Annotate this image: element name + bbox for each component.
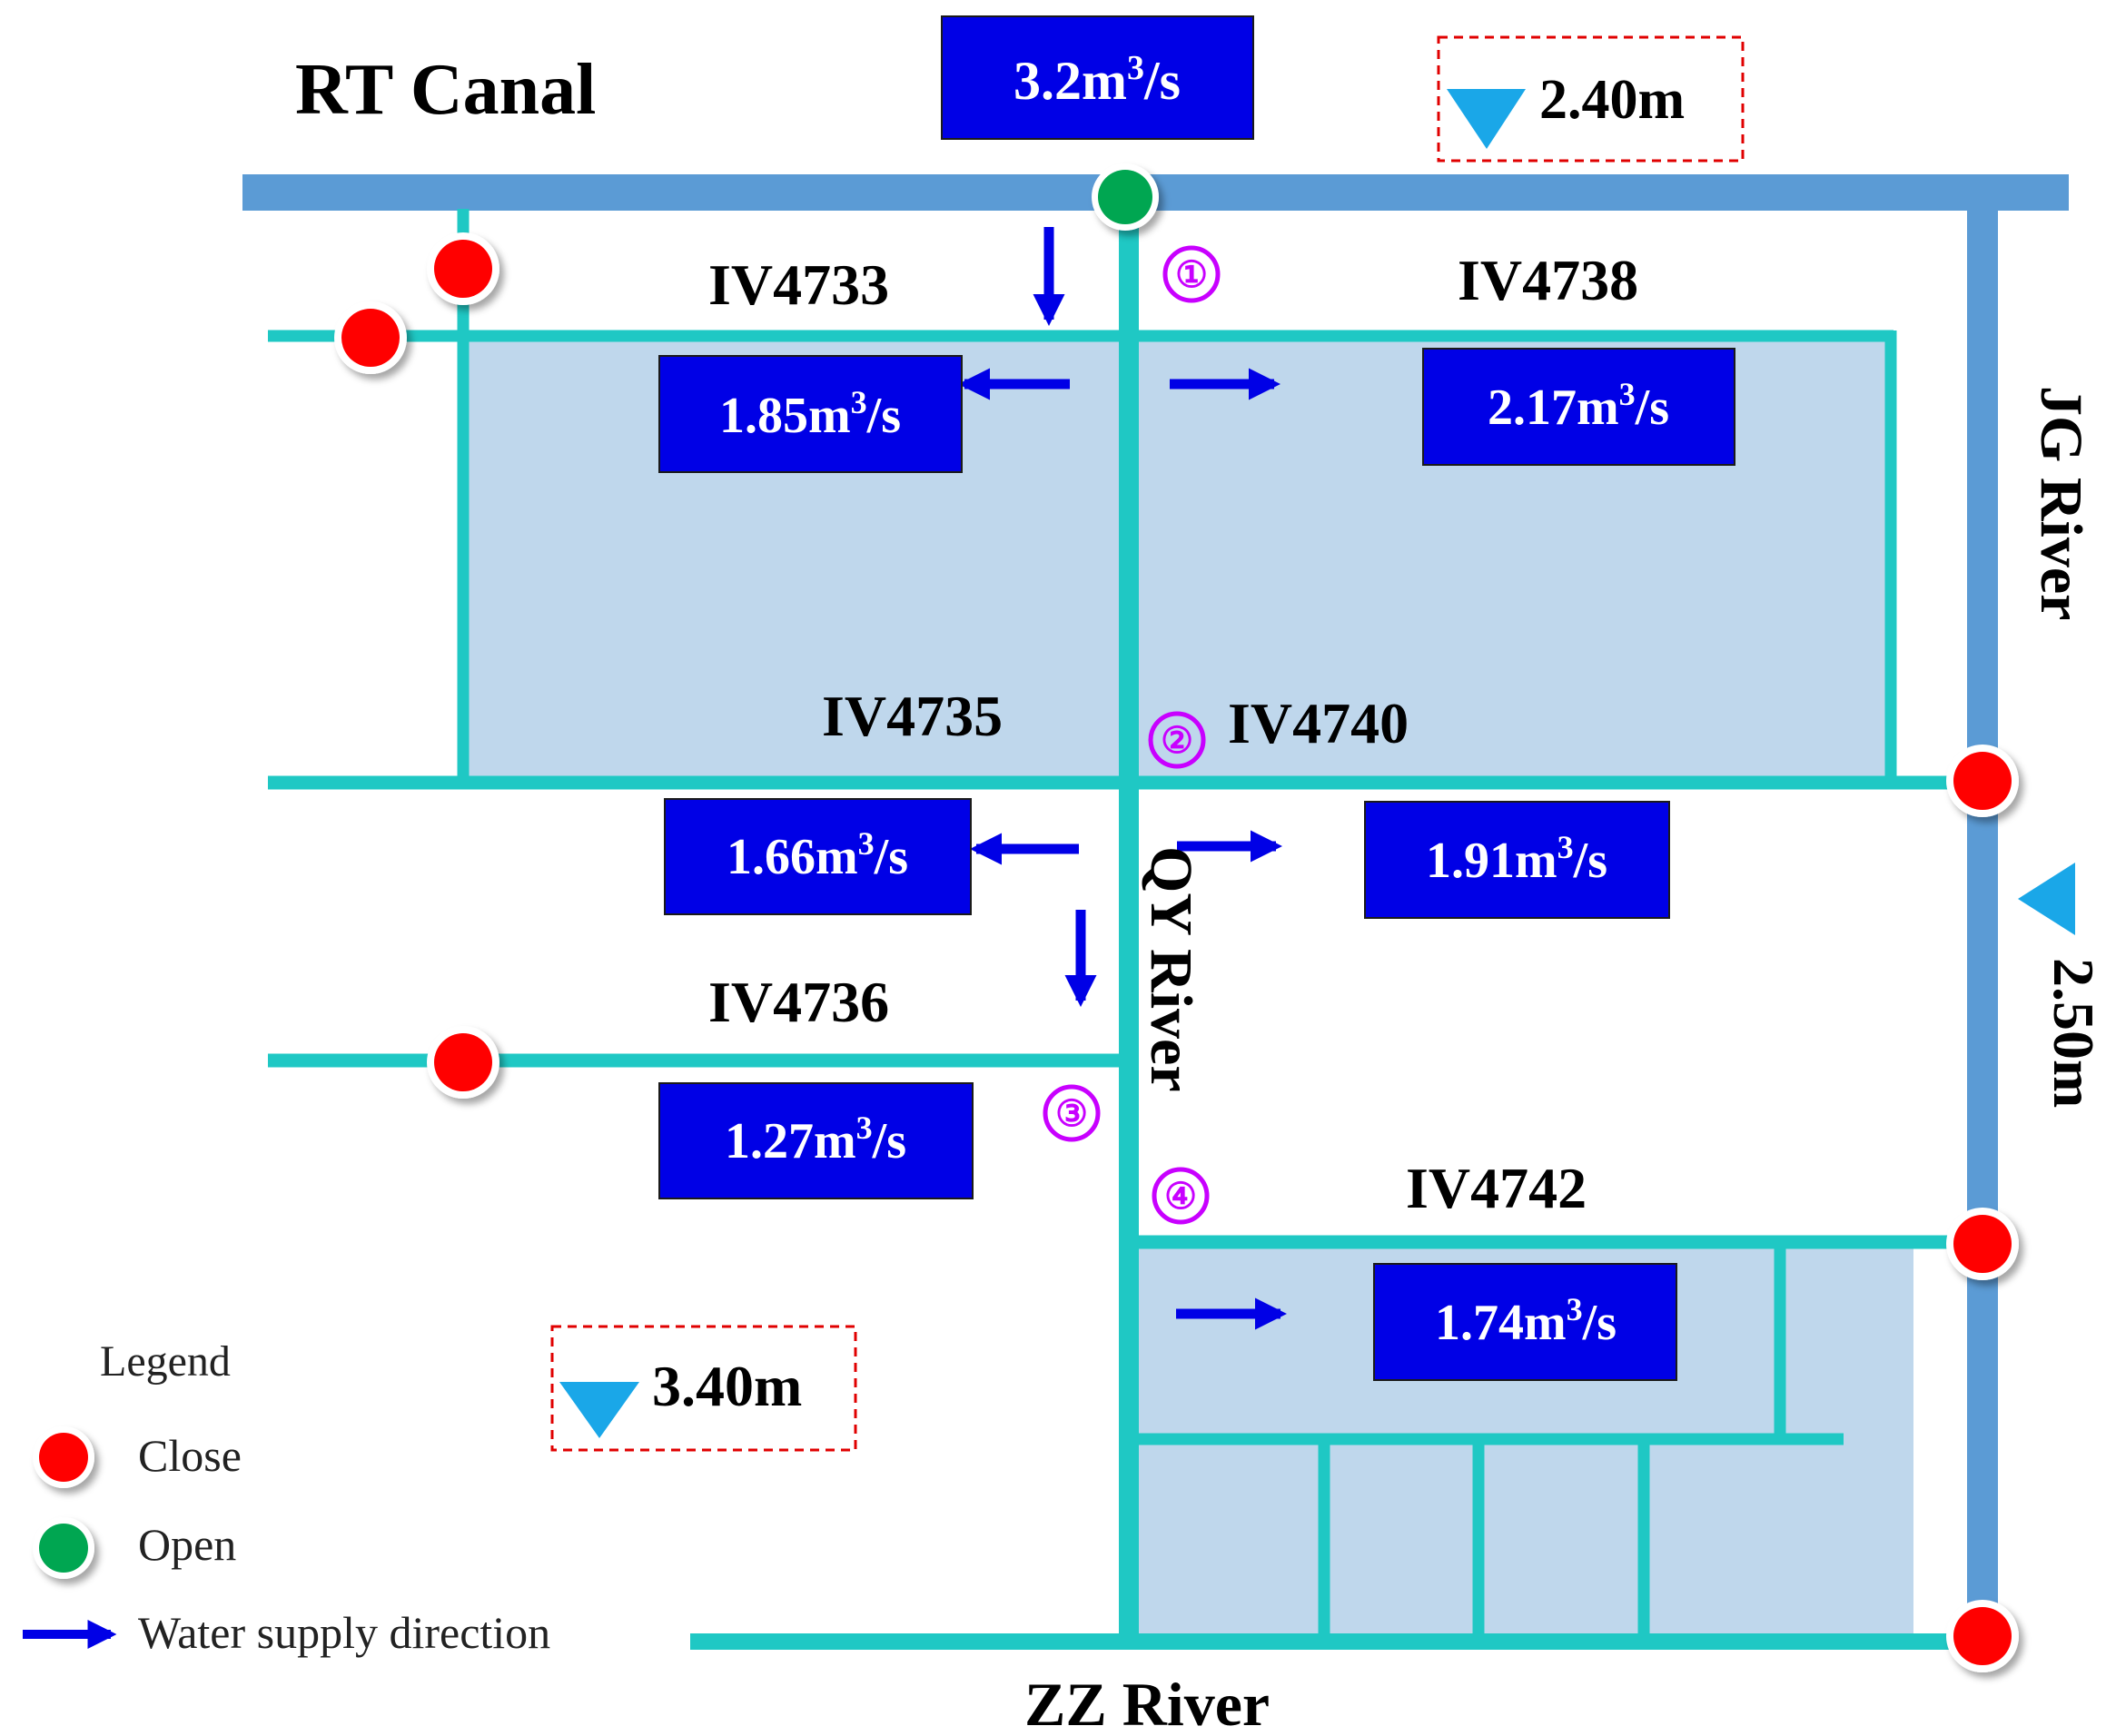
gate-open-dot bbox=[1098, 170, 1152, 224]
inverted-triangle-icon bbox=[1447, 89, 1526, 149]
node-number: ① bbox=[1175, 254, 1208, 295]
node-circle bbox=[1043, 1084, 1101, 1142]
node-circle bbox=[1162, 245, 1221, 303]
flow-label-inflow: 3.2m3/s bbox=[1014, 49, 1181, 111]
flow-label-iv4736: 1.27m3/s bbox=[725, 1110, 906, 1169]
water-level-jg-river: 2.50m bbox=[2018, 863, 2106, 1108]
flow-box-iv4736 bbox=[658, 1082, 974, 1199]
iv4742-label: IV4742 bbox=[1406, 1156, 1587, 1220]
inverted-triangle-icon bbox=[2018, 863, 2075, 935]
channels bbox=[268, 209, 1960, 1650]
flow-box-iv4740 bbox=[1364, 801, 1670, 919]
inverted-triangle-icon bbox=[559, 1382, 639, 1438]
iv4736-label: IV4736 bbox=[708, 970, 889, 1034]
legend-open-dot bbox=[39, 1524, 88, 1573]
flow-label-iv4740: 1.91m3/s bbox=[1426, 829, 1607, 889]
dashed-box bbox=[1437, 35, 1745, 163]
flow-label-iv4733: 1.85m3/s bbox=[719, 384, 901, 444]
water-level-zz-river: 3.40m bbox=[550, 1325, 857, 1452]
node-circle bbox=[1152, 1167, 1210, 1225]
legend: Legend Close Open Water supply direction bbox=[23, 1337, 550, 1658]
iv4738-label: IV4738 bbox=[1458, 248, 1638, 312]
jg-river-label: JG River bbox=[2028, 386, 2094, 620]
node-numbers: ① ② ③ ④ bbox=[1043, 245, 1221, 1225]
flow-box-iv4735 bbox=[664, 798, 972, 915]
gate-close-dot bbox=[434, 1033, 492, 1091]
flow-box-iv4742 bbox=[1373, 1263, 1677, 1381]
flow-label-iv4735: 1.66m3/s bbox=[727, 825, 908, 885]
flow-box-iv4738 bbox=[1422, 348, 1735, 466]
node-number: ③ bbox=[1055, 1093, 1088, 1134]
qy-river-label: QY River bbox=[1138, 846, 1204, 1092]
water-level-text: 2.40m bbox=[1539, 69, 1685, 131]
node-circle bbox=[1148, 711, 1206, 769]
gate-close-dot bbox=[1953, 1215, 2012, 1273]
flow-boxes: 3.2m3/s 1.85m3/s 2.17m3/s 1.66m3/s 1.91m… bbox=[658, 15, 1735, 1381]
direction-arrows bbox=[957, 227, 1288, 1330]
water-level-text: 3.40m bbox=[652, 1354, 802, 1418]
gate-close-dot bbox=[434, 240, 492, 298]
gate-close-dot bbox=[1953, 1607, 2012, 1665]
node-number: ④ bbox=[1164, 1176, 1197, 1217]
legend-open-label: Open bbox=[138, 1519, 236, 1570]
gate-close-dot bbox=[341, 309, 400, 367]
rt-canal-label: RT Canal bbox=[295, 50, 596, 130]
flow-label-iv4742: 1.74m3/s bbox=[1435, 1291, 1617, 1351]
legend-direction-label: Water supply direction bbox=[138, 1607, 550, 1658]
flow-box-inflow bbox=[941, 15, 1254, 140]
iv4740-label: IV4740 bbox=[1228, 691, 1409, 755]
gates bbox=[334, 163, 2019, 1672]
zz-river-label: ZZ River bbox=[1024, 1670, 1270, 1736]
water-level-text: 2.50m bbox=[2042, 958, 2106, 1108]
legend-close-dot bbox=[39, 1433, 88, 1482]
dashed-box bbox=[550, 1325, 857, 1452]
flow-label-iv4738: 2.17m3/s bbox=[1488, 376, 1669, 436]
node-number: ② bbox=[1161, 720, 1193, 761]
legend-close-label: Close bbox=[138, 1430, 242, 1481]
water-level-rt-canal: 2.40m bbox=[1437, 35, 1745, 163]
iv4733-label: IV4733 bbox=[708, 252, 889, 317]
flow-box-iv4733 bbox=[658, 355, 963, 473]
legend-title: Legend bbox=[100, 1337, 231, 1386]
iv4735-label: IV4735 bbox=[822, 684, 1003, 748]
gate-close-dot bbox=[1953, 752, 2012, 810]
